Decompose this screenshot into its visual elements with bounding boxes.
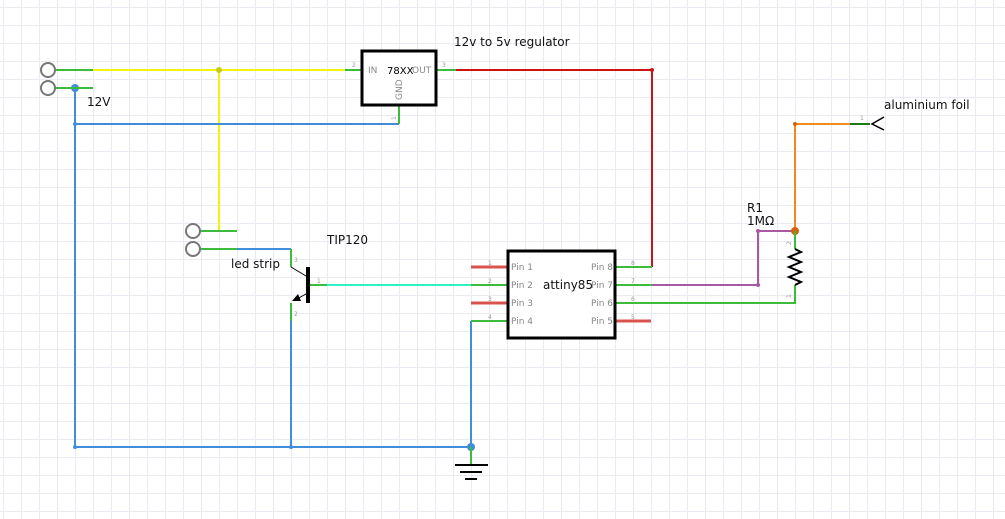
led-strip-label: led strip: [231, 257, 280, 271]
resistor-r1[interactable]: 2 1: [786, 241, 804, 298]
pin-number: 1: [488, 260, 492, 267]
pin-number: 2: [488, 278, 492, 285]
resistor-value: 1MΩ: [747, 214, 774, 228]
regulator-title: 12v to 5v regulator: [454, 35, 570, 49]
pin-number: 5: [631, 314, 635, 321]
power-label: 12V: [87, 95, 111, 109]
regulator-pin-in: IN: [368, 66, 377, 76]
pin-number: 1: [317, 278, 321, 285]
attiny85-chip[interactable]: attiny85 Pin 1 Pin 2 Pin 3 Pin 4 Pin 8 P…: [488, 249, 635, 340]
mcu-pin-3: Pin 3: [511, 299, 533, 309]
pin-number: 2: [352, 62, 356, 69]
unused-pins: [471, 265, 651, 323]
pin-number: 3: [488, 296, 492, 303]
pin-number: 1: [391, 116, 398, 120]
pin-number: 4: [488, 314, 492, 321]
pin-number: 2: [786, 241, 793, 245]
ground-icon: [455, 464, 488, 480]
pin-number: 6: [631, 296, 635, 303]
mcu-pin-8: Pin 8: [591, 263, 613, 273]
pin-number: 3: [442, 62, 446, 69]
wire-sense[interactable]: [652, 229, 795, 287]
foil-connector[interactable]: 1: [850, 115, 885, 131]
resistor-name: R1: [747, 201, 763, 215]
pin-number: 7: [631, 278, 635, 285]
wire-foil[interactable]: [791, 122, 850, 235]
mcu-pin-2: Pin 2: [511, 281, 533, 291]
pin-number: 1: [860, 115, 864, 122]
pin-number: 8: [631, 260, 635, 267]
mcu-pin-6: Pin 6: [591, 299, 613, 309]
pin-number: 1: [786, 294, 793, 298]
transistor-tip120[interactable]: 3 1 2: [290, 257, 321, 318]
mcu-pin-4: Pin 4: [511, 317, 533, 327]
pin-number: 3: [294, 257, 298, 264]
wire-12v[interactable]: [93, 67, 345, 231]
mcu-label: attiny85: [543, 278, 593, 292]
regulator-pin-gnd: GND: [395, 79, 405, 100]
mcu-pin-1: Pin 1: [511, 263, 533, 273]
pin-number: 2: [294, 311, 298, 318]
led-strip-terminal[interactable]: [185, 223, 201, 257]
transistor-label: TIP120: [326, 233, 368, 247]
regulator-pin-out: OUT: [412, 66, 432, 76]
pin-stubs: [55, 69, 796, 465]
voltage-regulator[interactable]: 78XX IN OUT GND 2 3 1: [352, 49, 446, 120]
regulator-part: 78XX: [387, 66, 414, 77]
wire-5v[interactable]: [456, 68, 654, 267]
mcu-pin-5: Pin 5: [591, 317, 613, 327]
mcu-pin-7: Pin 7: [591, 281, 613, 291]
power-12v-terminal[interactable]: [40, 62, 56, 96]
foil-label: aluminium foil: [884, 98, 970, 112]
